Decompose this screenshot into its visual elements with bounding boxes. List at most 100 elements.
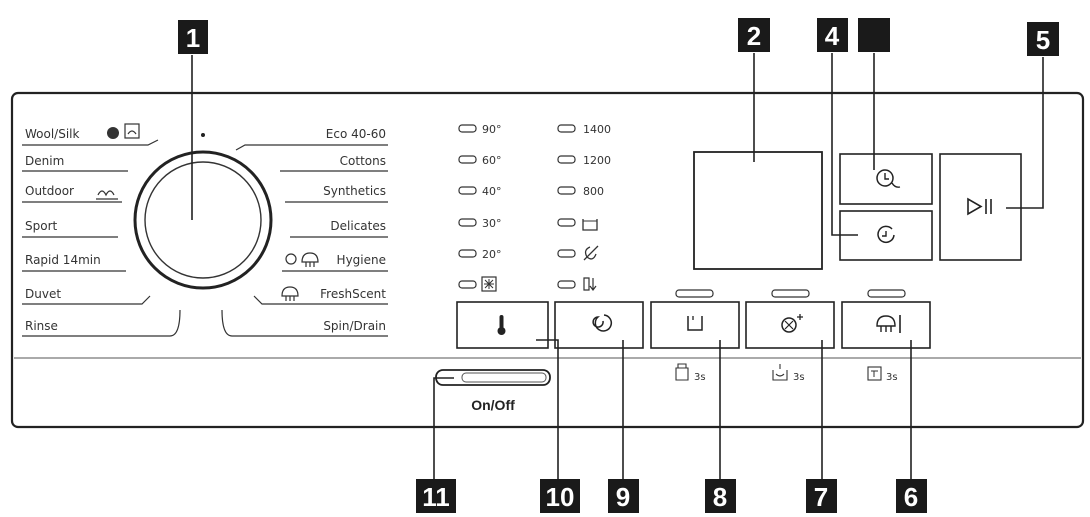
spin-icon: [592, 314, 613, 332]
sound-off-icon: [867, 366, 882, 381]
prewash-button[interactable]: [650, 301, 740, 349]
indicator-led: [557, 155, 576, 164]
option-led: [771, 289, 810, 298]
start-pause-button[interactable]: [939, 153, 1022, 261]
programme-label: Eco 40-60: [326, 127, 386, 141]
spin-speed-label: 1200: [583, 154, 611, 167]
wool-ball-icon: [107, 127, 119, 139]
callout-badge-blank: [858, 18, 890, 52]
callout-badge: 11: [416, 479, 456, 513]
callout-number: 5: [1036, 25, 1050, 55]
indicator-led: [458, 124, 477, 133]
cold-wash-icon: [481, 276, 497, 292]
callout-number: 4: [825, 21, 840, 51]
no-spin-icon: [583, 245, 599, 261]
temperature-label: 30°: [482, 217, 502, 230]
indicator-led: [557, 249, 576, 258]
programme-label: FreshScent: [320, 287, 386, 301]
dial-leader-line: [22, 139, 159, 146]
option-led: [867, 289, 906, 298]
callout-number: 2: [747, 21, 761, 51]
programme-label: Cottons: [340, 154, 386, 168]
prewash-icon: [687, 316, 703, 331]
callout-leader: [1006, 57, 1044, 209]
dial-marker-dot: [201, 133, 205, 137]
callout-leader: [831, 53, 858, 236]
dial-leader-line: [22, 309, 181, 337]
callout-badge: 7: [806, 479, 837, 513]
steam-button[interactable]: [841, 301, 931, 349]
callout-number: 10: [546, 482, 575, 512]
spin-speed-label: 800: [583, 185, 604, 198]
programme-label: Hygiene: [337, 253, 386, 267]
on-off-label: On/Off: [471, 397, 515, 413]
callout-leader: [433, 377, 454, 480]
programme-label: Duvet: [25, 287, 61, 301]
indicator-led: [458, 186, 477, 195]
programme-label: Rapid 14min: [25, 253, 101, 267]
steam-icon: [281, 286, 299, 301]
temperature-indicators: 90° 60° 40° 30° 20°: [458, 123, 502, 292]
callout-leader: [536, 339, 559, 480]
temperature-label: 20°: [482, 248, 502, 261]
hand-wash-icon: [124, 123, 140, 139]
programme-dial[interactable]: [133, 150, 273, 290]
dial-leader-line: [22, 295, 151, 305]
stain-button[interactable]: [745, 301, 835, 349]
indicator-led: [557, 124, 576, 133]
indicator-led: [557, 218, 576, 227]
temperature-button[interactable]: [456, 301, 549, 349]
dial-leader-line: [235, 144, 388, 151]
callout-number: 6: [904, 482, 918, 512]
callout-badge: 6: [896, 479, 927, 513]
indicator-led: [557, 186, 576, 195]
programme-label: Synthetics: [323, 184, 386, 198]
indicator-led: [458, 249, 477, 258]
drain-icon: [583, 277, 597, 291]
indicator-led: [458, 280, 477, 289]
temperature-label: 40°: [482, 185, 502, 198]
dial-leader-line: [221, 309, 388, 337]
callout-badge: 1: [178, 20, 208, 54]
programme-label: Delicates: [330, 219, 386, 233]
callout-badge: 2: [738, 18, 770, 52]
indicator-led: [557, 280, 576, 289]
callout-badge: 8: [705, 479, 736, 513]
callout-badge: 5: [1027, 22, 1059, 56]
callout-number: 9: [616, 482, 630, 512]
drum-clean-icon: [772, 364, 788, 381]
dial-leader-line: [253, 295, 388, 305]
programme-label: Denim: [25, 154, 64, 168]
indicator-led: [458, 155, 477, 164]
child-lock-icon: [675, 363, 689, 381]
rinse-hold-icon: [582, 219, 598, 231]
hygiene-icon: [285, 252, 319, 267]
hold-time-label: 3s: [694, 372, 706, 383]
option-led: [675, 289, 714, 298]
programme-label: Sport: [25, 219, 58, 233]
callout-number: 7: [814, 482, 828, 512]
play-pause-icon: [967, 197, 992, 216]
callout-badge: 9: [608, 479, 639, 513]
timer-icon: [877, 225, 895, 244]
spin-indicators: 1400 1200 800: [557, 123, 611, 291]
spin-button[interactable]: [554, 301, 644, 349]
delay-start-button[interactable]: [839, 153, 933, 205]
programme-label: Spin/Drain: [323, 319, 386, 333]
delay-clock-icon: [876, 169, 901, 188]
outdoor-icon: [96, 190, 118, 200]
spin-speed-label: 1400: [583, 123, 611, 136]
display-screen: [693, 151, 823, 270]
hold-time-label: 3s: [886, 372, 898, 383]
callout-number: 8: [713, 482, 727, 512]
steam-bar-icon: [876, 315, 901, 333]
temperature-label: 60°: [482, 154, 502, 167]
callout-number: 1: [186, 23, 200, 53]
callout-badge: 10: [540, 479, 580, 513]
callout-number: 11: [422, 482, 450, 512]
thermometer-icon: [497, 315, 506, 335]
callout-badge: 4: [817, 18, 848, 52]
programme-label: Wool/Silk: [25, 127, 80, 141]
programme-label: Outdoor: [25, 184, 74, 198]
